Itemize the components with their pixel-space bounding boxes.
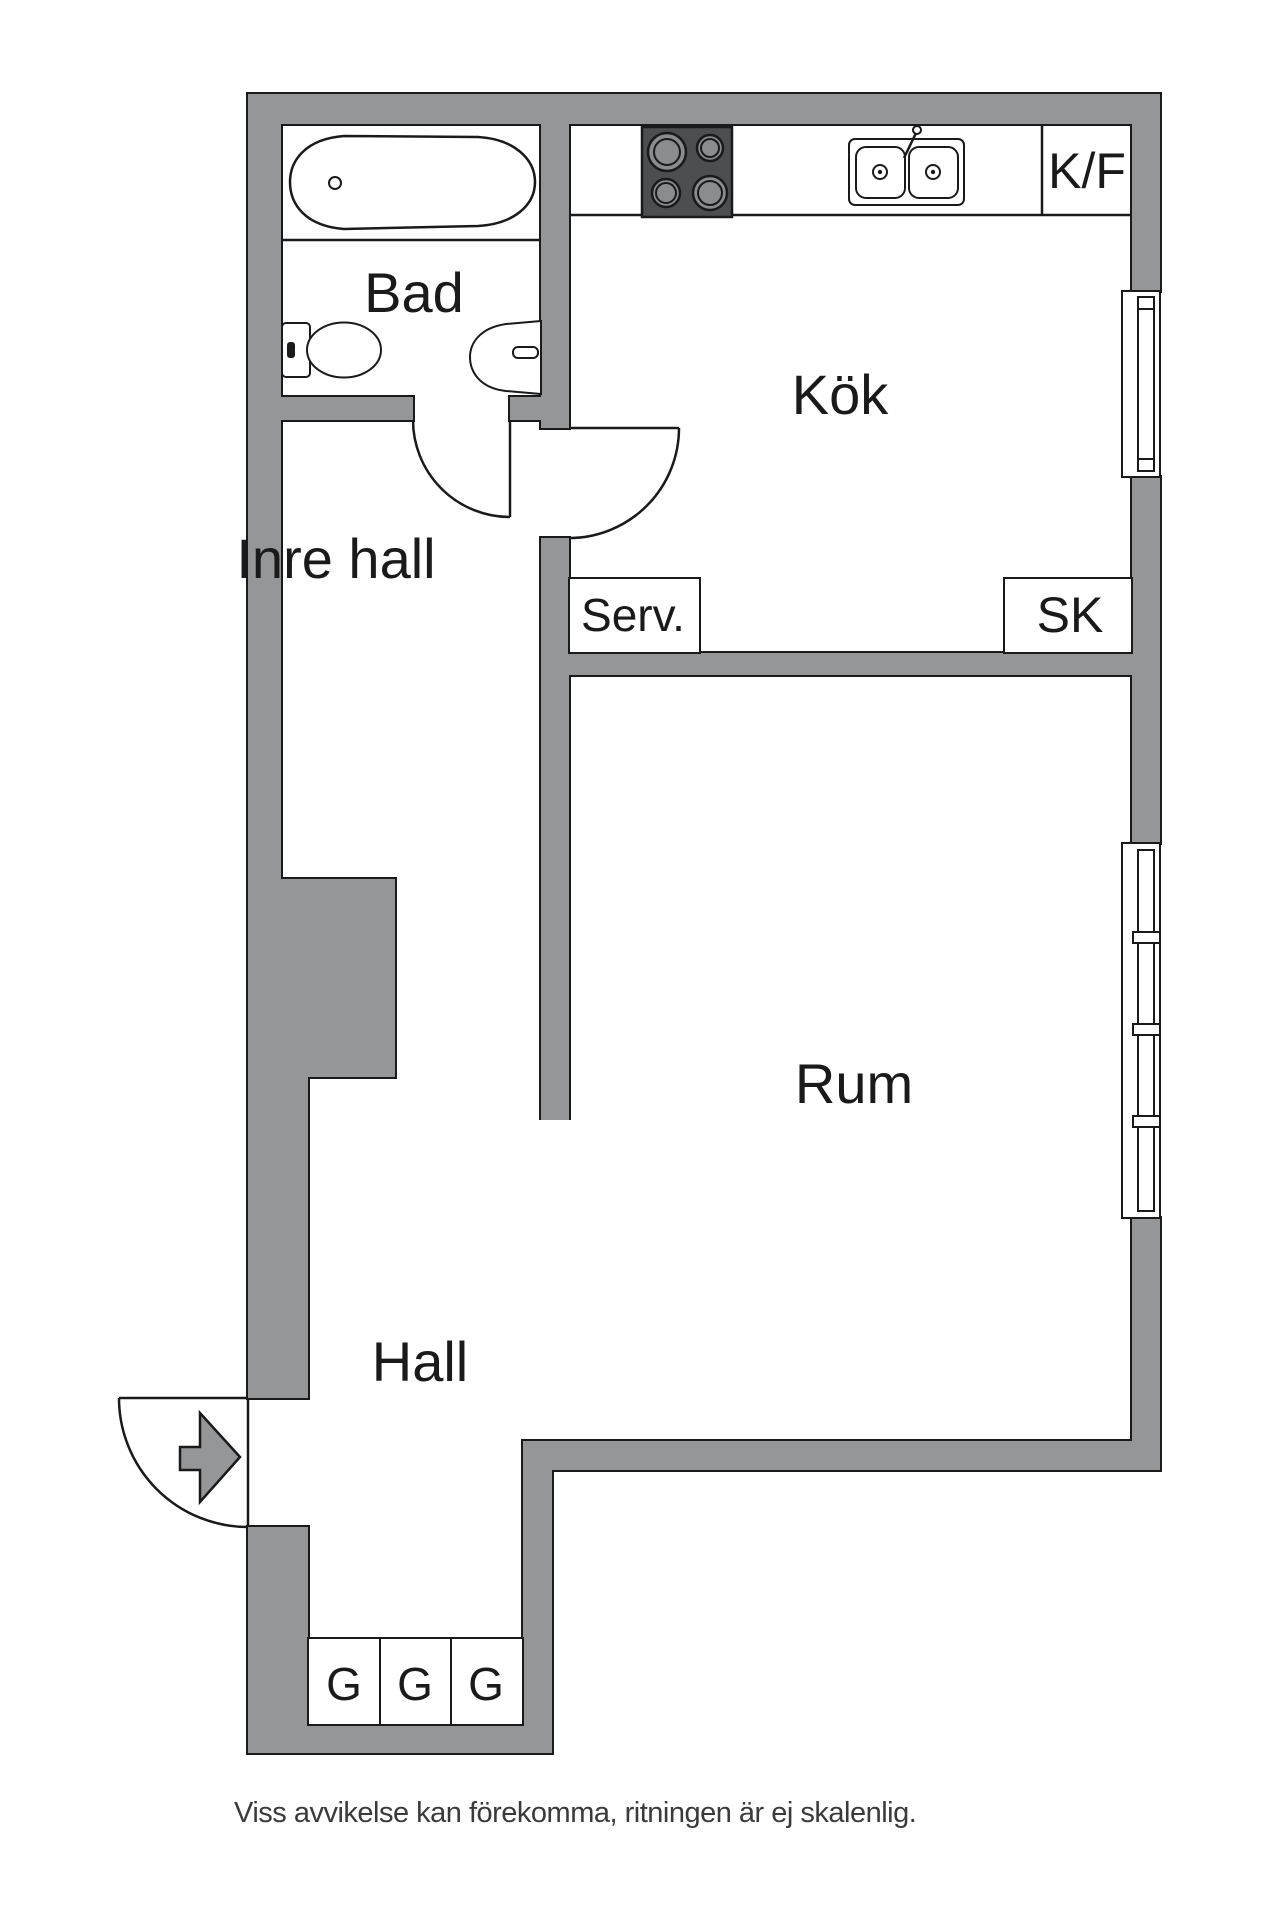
wall-segment bbox=[523, 1441, 552, 1753]
inner-hall-label: Inre hall bbox=[236, 527, 435, 590]
cleaning-closet: SK bbox=[1003, 577, 1133, 654]
stove-icon bbox=[640, 125, 734, 219]
toilet-icon bbox=[281, 321, 382, 379]
wall-segment bbox=[510, 397, 541, 420]
sink-faucet bbox=[902, 132, 918, 159]
kitchen-label: Kök bbox=[792, 363, 889, 426]
bathtub-icon bbox=[288, 134, 537, 231]
wardrobes: G G G bbox=[307, 1637, 524, 1726]
wardrobe-label: G bbox=[397, 1658, 433, 1710]
wall-segment bbox=[248, 879, 395, 1077]
bathtub-drain bbox=[328, 176, 342, 190]
wall-segment bbox=[248, 1527, 308, 1753]
entrance-door bbox=[117, 1396, 250, 1529]
wall-segment bbox=[541, 124, 569, 428]
wall-segment bbox=[248, 124, 281, 879]
wall-segment bbox=[1132, 1218, 1160, 1470]
wall-segment bbox=[569, 653, 1132, 675]
wall-segment bbox=[541, 538, 569, 1120]
wall-segment bbox=[248, 1077, 308, 1398]
toilet-flush-button bbox=[287, 342, 295, 358]
wardrobe-label: G bbox=[326, 1658, 362, 1710]
kitchen-door bbox=[568, 426, 681, 540]
kitchen-sink-icon bbox=[848, 125, 965, 206]
room-window-icon bbox=[1121, 842, 1161, 1219]
serving-label: Serv. bbox=[581, 589, 685, 641]
bathroom-door bbox=[411, 419, 512, 519]
entrance-arrow-icon bbox=[178, 1409, 242, 1506]
cleaning-closet-label: SK bbox=[1037, 587, 1104, 643]
wall-segment bbox=[1132, 94, 1160, 291]
wardrobe-box bbox=[307, 1637, 381, 1726]
washbasin-icon bbox=[468, 319, 542, 396]
hall-label: Hall bbox=[372, 1330, 468, 1393]
serving-cabinet: Serv. bbox=[568, 577, 701, 654]
wall-segment bbox=[1132, 477, 1160, 843]
wall-segment bbox=[281, 397, 413, 420]
fridge-freezer-label: K/F bbox=[1048, 143, 1126, 199]
washbasin-faucet bbox=[512, 346, 539, 359]
walls bbox=[248, 94, 1160, 1753]
wardrobe-label: G bbox=[468, 1658, 504, 1710]
room-label: Rum bbox=[795, 1052, 913, 1115]
kitchen-window-icon bbox=[1121, 290, 1161, 478]
wall-segment bbox=[248, 1725, 552, 1753]
wall-segment bbox=[523, 1441, 1160, 1470]
disclaimer-text: Viss avvikelse kan förekomma, ritningen … bbox=[234, 1797, 916, 1829]
wall-segment bbox=[248, 94, 1160, 124]
wardrobe-box bbox=[450, 1637, 524, 1726]
wardrobe-box bbox=[379, 1637, 452, 1726]
bathroom-label: Bad bbox=[364, 261, 464, 324]
